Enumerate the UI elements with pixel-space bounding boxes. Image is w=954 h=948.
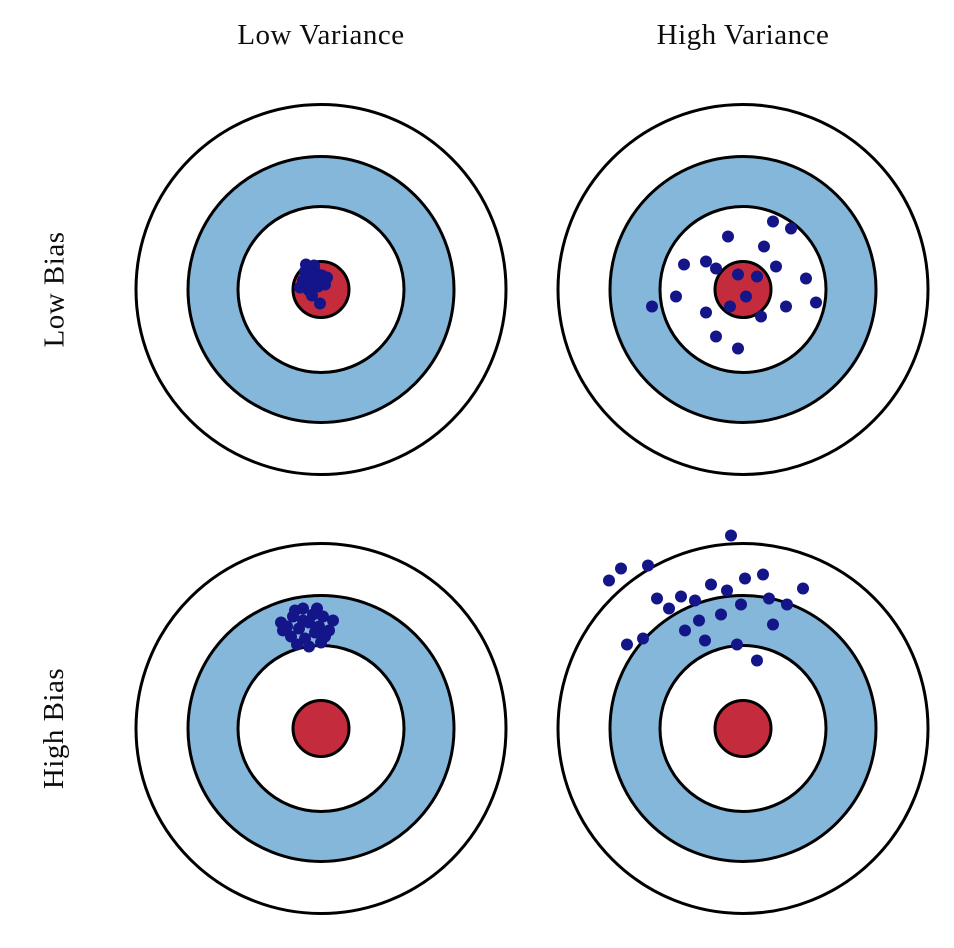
prediction-dot [731,638,743,651]
prediction-dot [651,592,663,605]
target-cell-low-bias-low-variance [110,70,532,509]
row-header-high-bias: High Bias [38,667,71,790]
prediction-dot [722,230,734,243]
prediction-dot [314,297,326,310]
prediction-dot [780,300,792,313]
prediction-dot [678,258,690,271]
prediction-dot [663,602,675,615]
prediction-dot [810,296,822,309]
prediction-dot [615,562,627,575]
prediction-dot [732,342,744,355]
prediction-dot [675,590,687,603]
prediction-dot [770,260,782,273]
prediction-dot [751,270,763,283]
prediction-dot [327,614,339,627]
prediction-dot [740,290,752,303]
prediction-dot [715,608,727,621]
corner-spacer [0,0,110,70]
prediction-dot [767,215,779,228]
prediction-dot [321,271,333,284]
prediction-dot [603,574,615,587]
column-header-high-variance: High Variance [656,18,830,51]
target-low-bias-low-variance [134,103,508,476]
prediction-dot [732,268,744,281]
prediction-dot [700,255,712,268]
prediction-dot [306,289,318,302]
prediction-dot [755,310,767,323]
prediction-dot [317,610,329,623]
target-high-bias-high-variance [556,529,930,915]
prediction-dot [275,616,287,629]
prediction-dot [646,300,658,313]
prediction-dot [725,529,737,542]
prediction-dot [757,568,769,581]
row-header-low-bias: Low Bias [38,231,71,348]
prediction-dot [637,632,649,645]
prediction-dot [670,290,682,303]
prediction-dot [763,592,775,605]
prediction-dot [289,604,301,617]
prediction-dot [642,559,654,572]
prediction-dot [800,272,812,285]
row-header-low-bias-container: Low Bias [0,70,110,509]
prediction-dot [767,618,779,631]
prediction-dot [323,624,335,637]
prediction-dot [758,240,770,253]
target-cell-high-bias-high-variance [532,509,954,948]
prediction-dot [739,572,751,585]
prediction-dot [724,300,736,313]
prediction-dot [721,584,733,597]
prediction-dot [291,638,303,651]
prediction-dot [303,640,315,653]
prediction-dot [304,265,316,278]
prediction-dot [689,594,701,607]
prediction-dot [710,262,722,275]
prediction-dot [735,598,747,611]
bullseye-center [713,699,773,758]
target-low-bias-high-variance [556,103,930,476]
bullseye-center [713,260,773,319]
prediction-dot [710,330,722,343]
prediction-dot [699,634,711,647]
target-cell-low-bias-high-variance [532,70,954,509]
prediction-dot [621,638,633,651]
prediction-dot [781,598,793,611]
prediction-dot [751,654,763,667]
row-header-high-bias-container: High Bias [0,509,110,948]
prediction-dot [705,578,717,591]
target-high-bias-low-variance [134,542,508,915]
prediction-dot [785,222,797,235]
target-cell-high-bias-low-variance [110,509,532,948]
prediction-dot [297,614,309,627]
prediction-dot [309,626,321,639]
bullseye-center [291,699,351,758]
column-header-low-variance: Low Variance [237,18,405,51]
prediction-dot [797,582,809,595]
prediction-dot [294,281,306,294]
prediction-dot [693,614,705,627]
prediction-dot [700,306,712,319]
prediction-dot [679,624,691,637]
prediction-dot [315,636,327,649]
